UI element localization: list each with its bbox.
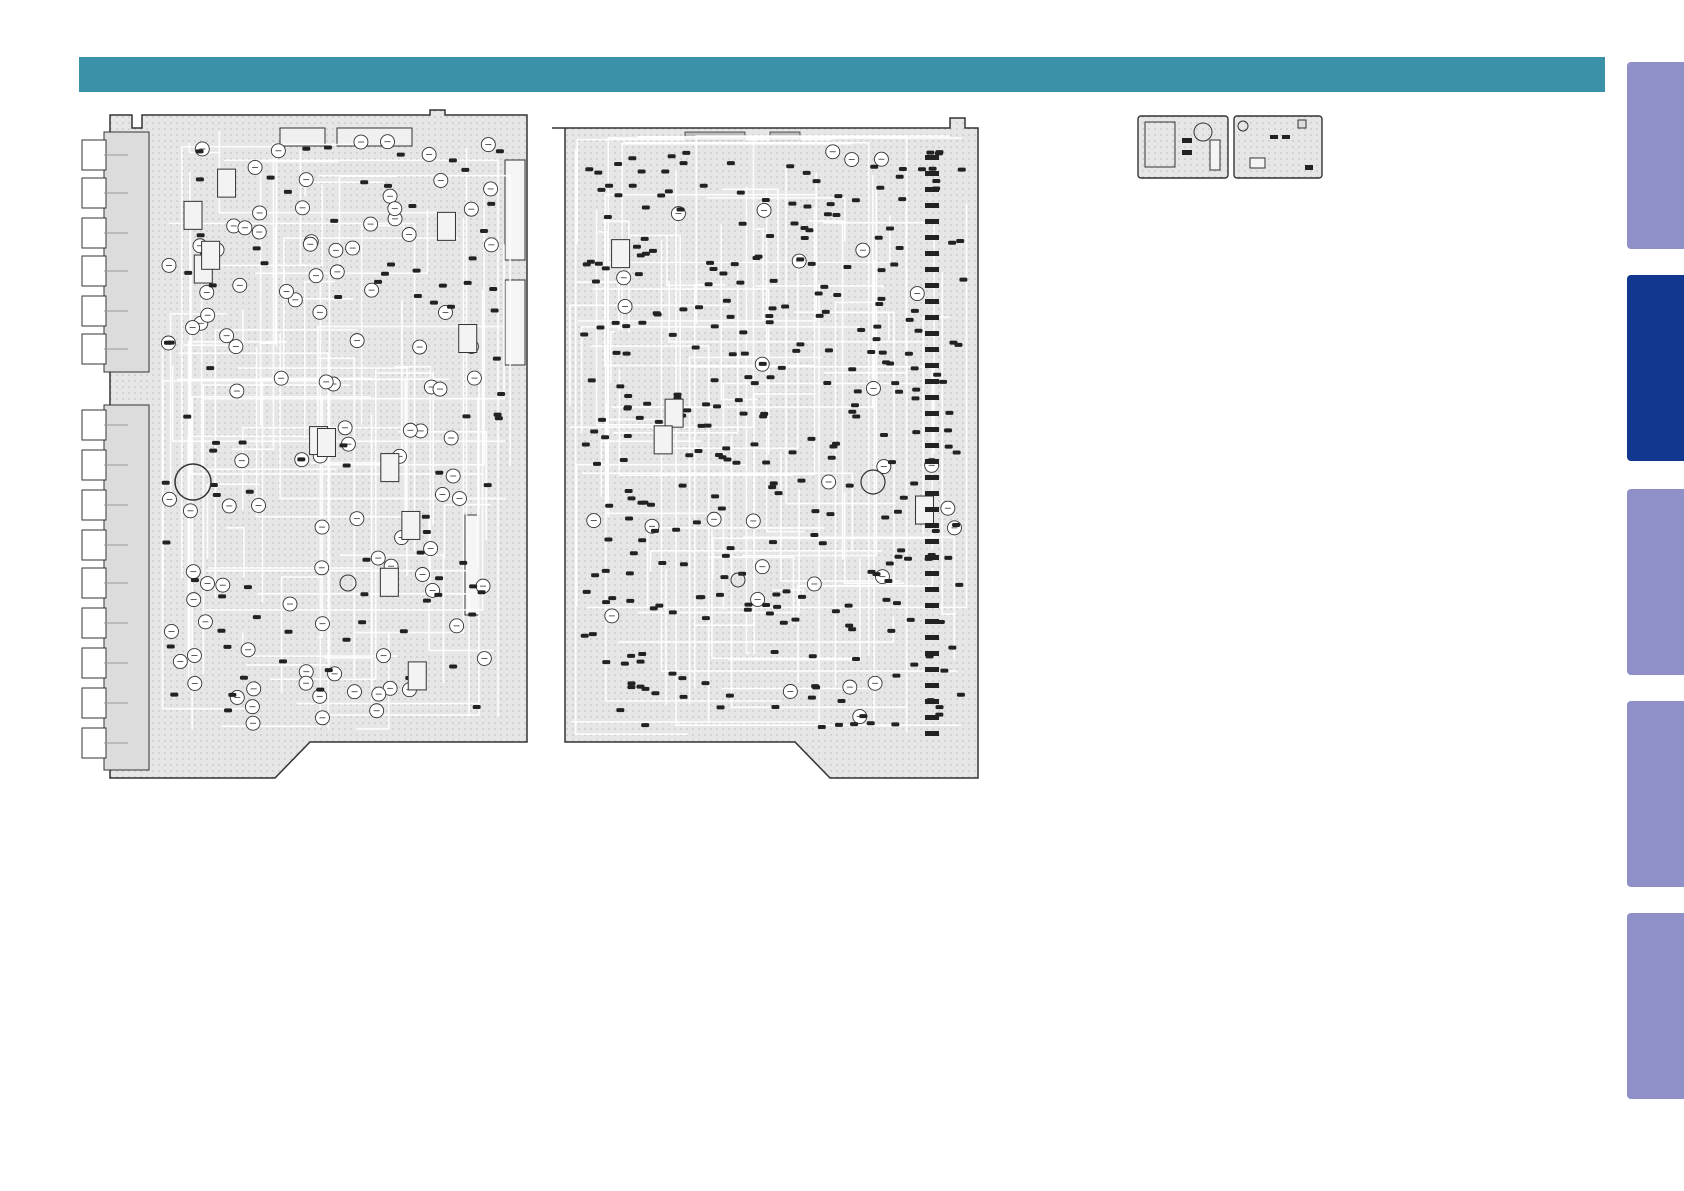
pcb-sub-board-b [1234,116,1322,178]
pcb-board-right [552,118,978,778]
pcb-board-left [82,110,527,778]
pcb-sub-board-a [1138,116,1228,178]
